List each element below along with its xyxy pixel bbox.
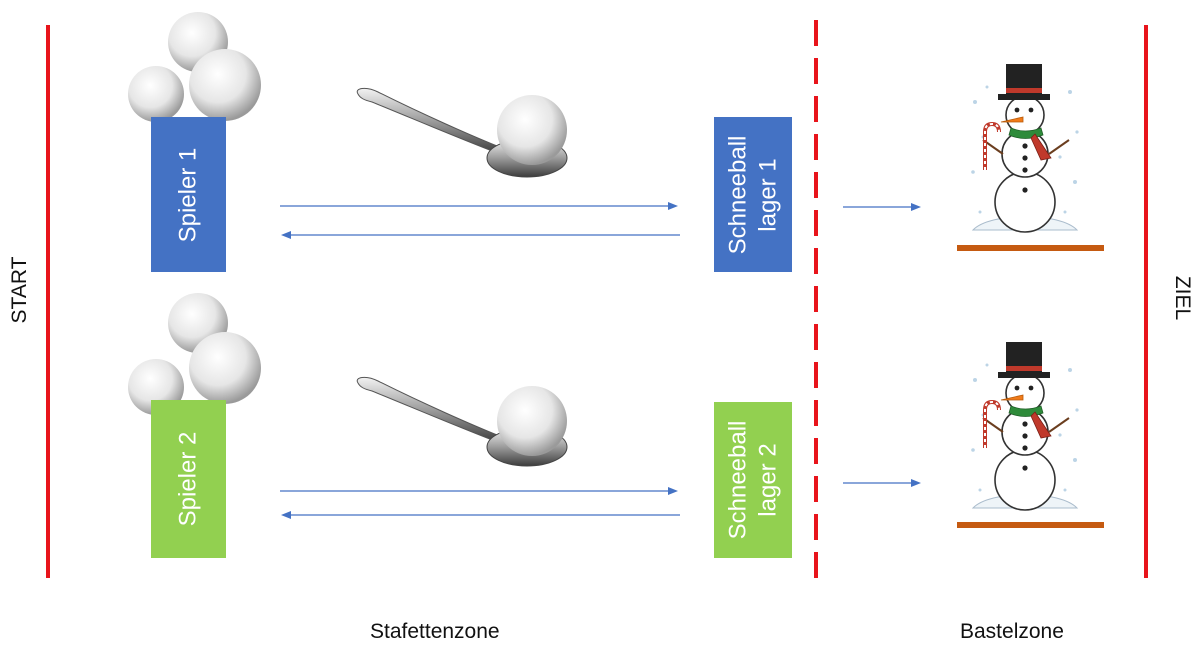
transfer-arrow-2	[843, 479, 921, 487]
zone-divider	[814, 20, 818, 580]
player-2-box: Spieler 2	[151, 400, 226, 558]
spoon-icon	[356, 376, 568, 467]
start-label: START	[8, 256, 31, 324]
player-1-box: Spieler 1	[151, 117, 226, 272]
player-1-label: Spieler 1	[174, 147, 202, 242]
storage-1-label-line2: lager 1	[754, 157, 782, 232]
relay-arrows-2	[280, 487, 680, 519]
snowman-base-1	[957, 245, 1104, 251]
snowball-icon	[128, 66, 184, 122]
storage-1-label-line1: Schneeball	[724, 135, 752, 254]
storage-1-box: Schneeball lager 1	[714, 117, 792, 272]
storage-2-box: Schneeball lager 2	[714, 402, 792, 558]
snowman-icon	[971, 64, 1079, 233]
snowman-base-2	[957, 522, 1104, 528]
snowball-pile-2	[128, 293, 261, 415]
player-2-label: Spieler 2	[174, 431, 202, 527]
relay-arrows-1	[280, 202, 680, 239]
storage-2-label-line1: Schneeball	[724, 420, 752, 540]
finish-label: ZIEL	[1171, 275, 1194, 321]
storage-2-label-line2: lager 2	[754, 443, 782, 517]
storage-2-label: Schneeball lager 2	[723, 421, 783, 540]
snowman-icon	[971, 342, 1079, 511]
zone-label-relay: Stafettenzone	[370, 620, 500, 643]
snowball-icon	[497, 95, 567, 165]
snowball-icon	[189, 332, 261, 404]
spoon-icon	[356, 87, 568, 178]
snowball-pile-1	[128, 12, 261, 122]
finish-line	[1144, 25, 1148, 578]
snowball-icon	[189, 49, 261, 121]
start-line	[46, 25, 50, 578]
zone-label-craft: Bastelzone	[960, 620, 1064, 643]
transfer-arrow-1	[843, 203, 921, 211]
snowball-icon	[497, 386, 567, 456]
storage-1-label: Schneeball lager 1	[723, 135, 783, 254]
